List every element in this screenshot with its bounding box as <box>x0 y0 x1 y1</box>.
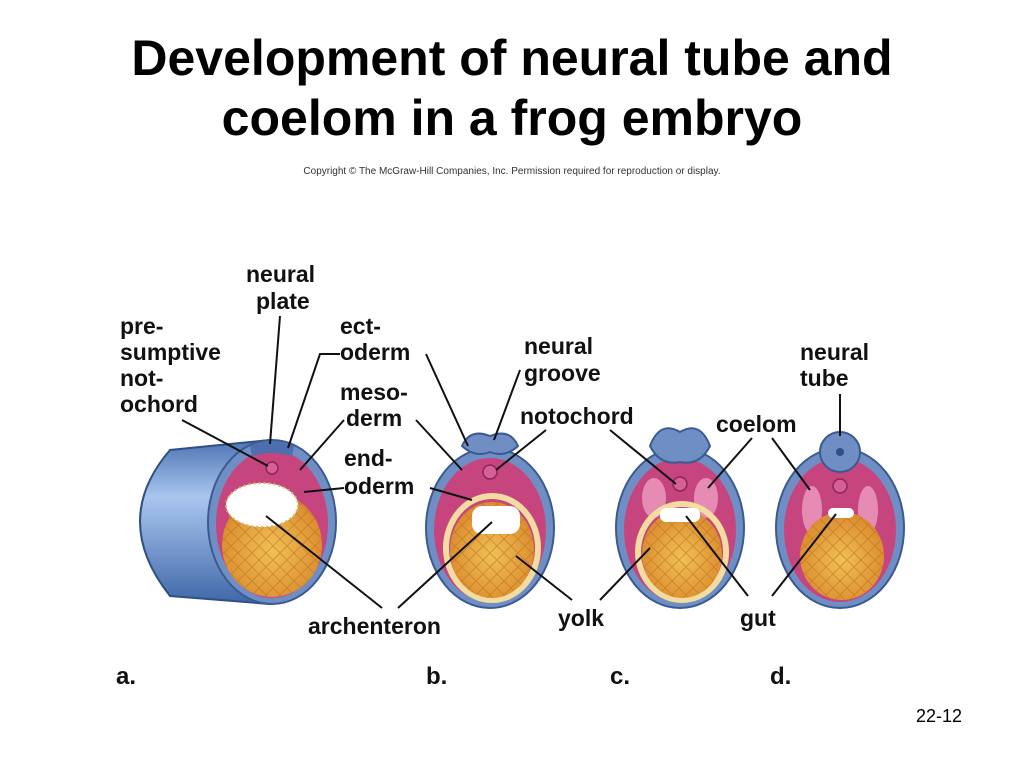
embryo-a-neural-plate <box>250 441 294 456</box>
label-archenteron: archenteron <box>308 613 441 639</box>
leader-ectoderm-b <box>425 353 469 447</box>
label-neural-plate-line-1: neural <box>246 261 315 287</box>
label-neural-groove-line-1: neural <box>524 333 593 359</box>
leader-gut-d <box>771 513 837 597</box>
embryo-c <box>615 427 745 609</box>
label-presumptive-notochord-line-3: not- <box>120 365 163 391</box>
embryo-a-notochord <box>265 461 279 475</box>
embryo-a-archenteron <box>225 482 299 528</box>
label-presumptive-notochord-line-2: sumptive <box>120 339 221 365</box>
panel-label-c: c. <box>610 663 630 690</box>
leader-neural-groove <box>493 369 521 441</box>
label-neural-tube-line-2: tube <box>800 365 849 391</box>
embryo-b-notochord <box>482 464 498 480</box>
label-yolk: yolk <box>558 605 604 631</box>
embryo-b-endoderm-ring <box>443 493 541 603</box>
label-mesoderm-line-1: meso- <box>340 379 408 405</box>
panel-label-b: b. <box>426 663 447 690</box>
label-gut: gut <box>740 605 776 631</box>
embryo-d-yolk-cells <box>800 512 884 600</box>
label-endoderm-line-2: oderm <box>344 473 414 499</box>
diagram-labels: neural plate pre- sumptive not- ochord e… <box>116 261 869 690</box>
label-presumptive-notochord-line-1: pre- <box>120 313 163 339</box>
leader-gut-c <box>685 515 749 597</box>
label-ectoderm-line-2: oderm <box>340 339 410 365</box>
label-presumptive-notochord-line-4: ochord <box>120 391 198 417</box>
label-neural-groove-line-2: groove <box>524 360 601 386</box>
embryo-a <box>139 438 337 606</box>
leader-yolk-c <box>599 547 651 601</box>
leader-mesoderm-b <box>415 419 463 471</box>
leader-lines <box>181 315 841 609</box>
leader-presumptive-notochord <box>181 419 269 467</box>
embryo-d <box>775 431 905 609</box>
label-coelom: coelom <box>716 411 797 437</box>
label-endoderm-line-1: end- <box>344 445 393 471</box>
embryo-c-gut <box>660 508 700 522</box>
leader-mesoderm <box>299 419 345 471</box>
leader-notochord-b <box>495 429 547 471</box>
embryo-c-notochord <box>672 476 688 492</box>
embryo-b-archenteron <box>472 506 520 534</box>
slide-number: 22-12 <box>915 706 962 726</box>
leader-archenteron-a <box>265 515 383 609</box>
embryo-d-neural-canal <box>836 448 844 456</box>
embryo-c-endoderm-ring <box>635 501 729 603</box>
embryo-c-yolk-cells <box>642 510 722 598</box>
label-neural-plate-line-2: plate <box>256 288 310 314</box>
slide-title-line-1: Development of neural tube and <box>131 30 893 86</box>
leader-notochord-c <box>609 429 677 485</box>
slide-title: Development of neural tube and coelom in… <box>0 28 1024 148</box>
leader-archenteron-b <box>397 521 493 609</box>
embryo-b-neural-groove <box>460 432 520 455</box>
leader-neural-plate <box>269 315 281 445</box>
leader-endoderm-b <box>429 487 473 501</box>
copyright-notice: Copyright © The McGraw-Hill Companies, I… <box>303 166 721 177</box>
label-mesoderm-line-2: derm <box>346 405 402 431</box>
leader-coelom-c <box>707 437 753 489</box>
leader-coelom-d <box>771 437 811 491</box>
embryo-b <box>425 432 555 609</box>
leader-endoderm <box>303 487 345 493</box>
leader-yolk-b <box>515 555 573 601</box>
panel-label-a: a. <box>116 663 136 690</box>
embryo-d-gut <box>828 508 854 518</box>
label-neural-tube-line-1: neural <box>800 339 869 365</box>
slide-title-line-2: coelom in a frog embryo <box>221 90 803 146</box>
leader-ectoderm-a <box>287 353 340 449</box>
embryo-c-neural-fold <box>648 427 712 464</box>
panel-label-d: d. <box>770 663 791 690</box>
embryo-d-notochord <box>832 478 848 494</box>
label-ectoderm-line-1: ect- <box>340 313 381 339</box>
label-notochord: notochord <box>520 403 634 429</box>
